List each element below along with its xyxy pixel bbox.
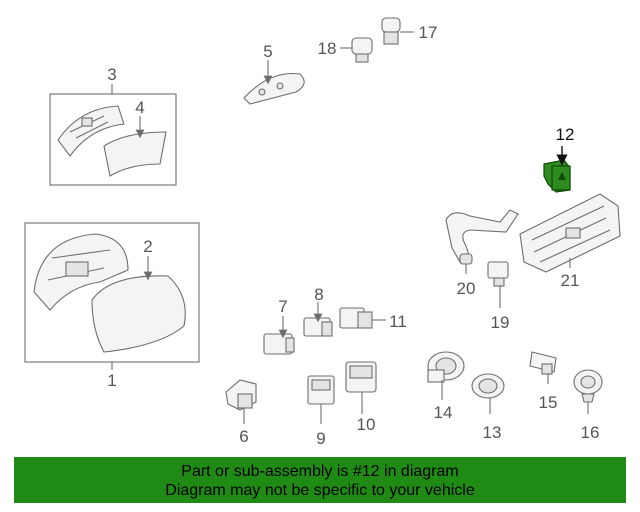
- part-17[interactable]: 17: [381, 17, 438, 45]
- callout-12: 12: [556, 125, 575, 144]
- callout-19: 19: [491, 313, 510, 332]
- part-10[interactable]: 10: [345, 361, 377, 434]
- part-5[interactable]: 5: [243, 42, 305, 105]
- part-1-group[interactable]: 2 1: [24, 222, 200, 390]
- callout-7: 7: [278, 297, 287, 316]
- callout-9: 9: [316, 429, 325, 448]
- part-11[interactable]: 11: [339, 307, 407, 331]
- callout-3: 3: [107, 65, 116, 84]
- part-12[interactable]: 12: [543, 125, 575, 193]
- part-15[interactable]: 15: [529, 351, 558, 412]
- info-banner: Part or sub-assembly is #12 in diagram D…: [14, 457, 626, 503]
- part-6[interactable]: 6: [225, 379, 257, 446]
- callout-11: 11: [389, 312, 407, 331]
- banner-line-2: Diagram may not be specific to your vehi…: [165, 482, 475, 499]
- callout-4: 4: [135, 98, 144, 117]
- callout-20: 20: [457, 279, 476, 298]
- part-20[interactable]: 20: [445, 209, 519, 298]
- part-8[interactable]: 8: [303, 285, 333, 337]
- part-16[interactable]: 16: [573, 369, 603, 442]
- callout-14: 14: [434, 403, 453, 422]
- callout-1: 1: [107, 371, 116, 390]
- part-3-group[interactable]: 3 4: [49, 65, 177, 186]
- callout-15: 15: [539, 393, 558, 412]
- banner-line-1: Part or sub-assembly is #12 in diagram: [181, 463, 459, 480]
- part-9[interactable]: 9: [307, 375, 335, 448]
- part-14[interactable]: 14: [427, 351, 465, 422]
- callout-17: 17: [419, 23, 438, 42]
- callout-10: 10: [357, 415, 376, 434]
- callout-21: 21: [561, 271, 580, 290]
- callout-8: 8: [314, 285, 323, 304]
- callout-6: 6: [239, 427, 248, 446]
- part-19[interactable]: 19: [487, 261, 510, 332]
- part-7[interactable]: 7: [263, 297, 295, 355]
- part-18[interactable]: 18: [318, 37, 373, 63]
- part-13[interactable]: 13: [471, 373, 505, 442]
- part-21[interactable]: 21: [519, 193, 621, 290]
- callout-18: 18: [318, 39, 337, 58]
- callout-5: 5: [263, 42, 272, 61]
- callout-2: 2: [143, 237, 152, 256]
- callout-13: 13: [483, 423, 502, 442]
- callout-16: 16: [581, 423, 600, 442]
